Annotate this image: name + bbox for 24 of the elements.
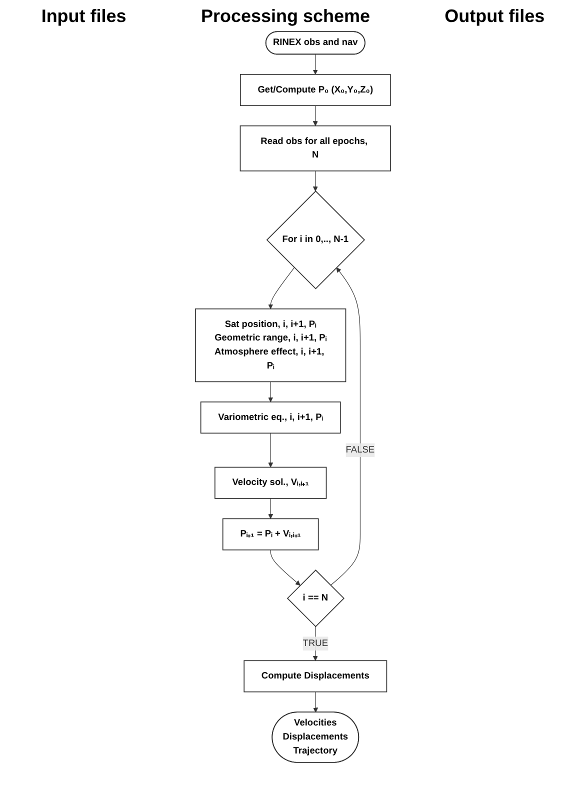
section-heading: Output files (444, 6, 545, 27)
arrow (313, 692, 318, 713)
node-box: Velocity sol., Vᵢ,ᵢ₊₁ (214, 466, 327, 499)
section-heading: Input files (41, 6, 126, 27)
arrow (268, 381, 274, 402)
arrow (270, 550, 300, 586)
arrow (268, 498, 274, 519)
arrow (312, 170, 318, 192)
arrow (312, 105, 318, 126)
arrow (268, 432, 274, 468)
node-box: Read obs for all epochs, N (240, 125, 391, 172)
edge-label: FALSE (346, 445, 375, 455)
diagram-title: Processing scheme (200, 6, 370, 27)
arrow (330, 267, 360, 586)
node-box: Get/Compute P₀ (X₀,Y₀,Z₀) (240, 74, 391, 106)
node-box: Pᵢ₊₁ = Pᵢ + Vᵢ,ᵢ₊₁ (222, 518, 319, 550)
node-box: Sat position, i, i+1, Pᵢ Geometric range, i, i+1, Pᵢ Atmosphere effect, i, i+1, Pᵢ (195, 308, 346, 382)
arrow (312, 54, 318, 75)
arrow (268, 267, 295, 310)
node-diamond: i == N (286, 570, 344, 628)
node-box: Variometric eq., i, i+1, Pᵢ (200, 402, 341, 434)
node-diamond: For i in 0,.., N-1 (266, 190, 366, 290)
node-box: Compute Displacements (244, 660, 388, 692)
edge-label: TRUE (302, 638, 328, 648)
